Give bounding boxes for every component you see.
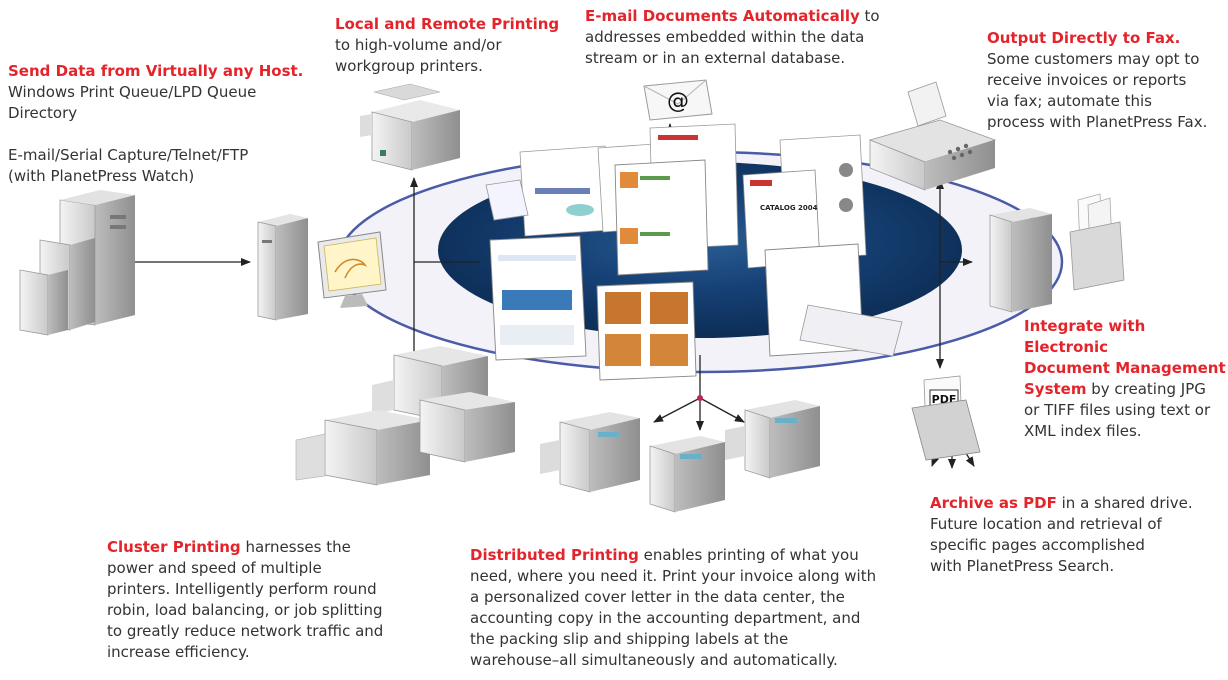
copier-icon	[419, 392, 515, 463]
cluster-line: printers. Intelligently perform round	[107, 580, 377, 598]
fax-line: via fax; automate this	[987, 92, 1152, 110]
email-line: stream or in an external database.	[585, 49, 846, 67]
email-line: addresses embedded within the data	[585, 28, 865, 46]
send-data-title: Send Data from Virtually any Host.	[8, 62, 304, 80]
send-data-line: Directory	[8, 104, 78, 122]
distributed-line: a personalized cover letter in the data …	[470, 588, 845, 606]
edm-line: or TIFF files using text or	[1024, 401, 1211, 419]
distributed-line: the packing slip and shipping labels at …	[470, 630, 789, 648]
printer-icon	[360, 83, 460, 171]
local-remote-title: Local and Remote Printing	[335, 15, 560, 33]
email-at-symbol: @	[667, 89, 689, 114]
edm-line: XML index files.	[1024, 422, 1142, 440]
email-envelope-icon: @	[643, 79, 713, 121]
distributed-line: accounting copy in the accounting depart…	[470, 609, 861, 627]
edm-title-line: Document Management	[1024, 359, 1226, 377]
server-tower-icon	[19, 190, 135, 336]
fax-line: receive invoices or reports	[987, 71, 1187, 89]
document-icon	[596, 281, 697, 381]
cluster-line: to greatly reduce network traffic and	[107, 622, 384, 640]
distributed-title: Distributed Printing	[470, 546, 639, 564]
workstation-icon	[257, 214, 308, 321]
fax-title: Output Directly to Fax.	[987, 29, 1181, 47]
fax-line: process with PlanetPress Fax.	[987, 113, 1208, 131]
cluster-line: power and speed of multiple	[107, 559, 322, 577]
document-icon	[489, 235, 587, 361]
distribution-node	[697, 395, 703, 401]
edm-title-last: System	[1024, 380, 1087, 398]
caption-distributed: Distributed Printing enables printing of…	[470, 545, 930, 671]
local-remote-line: to high-volume and/or	[335, 36, 502, 54]
catalog-label: CATALOG 2004	[760, 204, 818, 212]
folder-icon	[1069, 193, 1125, 291]
cluster-line: robin, load balancing, or job splitting	[107, 601, 383, 619]
copier-icon	[725, 400, 820, 479]
document-icon	[519, 145, 611, 237]
pdf-line: specific pages accomplished	[930, 536, 1145, 554]
caption-pdf: Archive as PDF in a shared drive. Future…	[930, 493, 1220, 577]
copier-icon	[540, 412, 640, 493]
caption-cluster: Cluster Printing harnesses the power and…	[107, 537, 447, 663]
email-title: E-mail Documents Automatically	[585, 7, 860, 25]
edm-title-line: Integrate with Electronic	[1024, 317, 1146, 356]
fax-line: Some customers may opt to	[987, 50, 1200, 68]
cluster-line: increase efficiency.	[107, 643, 250, 661]
document-icon	[799, 304, 903, 357]
pdf-line: with PlanetPress Search.	[930, 557, 1115, 575]
caption-fax: Output Directly to Fax. Some customers m…	[987, 28, 1227, 133]
pdf-folder-icon: PDF	[911, 375, 981, 461]
send-data-line: (with PlanetPress Watch)	[8, 167, 195, 185]
caption-edm: Integrate with Electronic Document Manag…	[1024, 316, 1228, 442]
caption-local-remote: Local and Remote Printing to high-volume…	[335, 14, 595, 77]
email-title-suffix: to	[859, 7, 880, 25]
pdf-title: Archive as PDF	[930, 494, 1057, 512]
local-remote-line: workgroup printers.	[335, 57, 483, 75]
pdf-line: Future location and retrieval of	[930, 515, 1162, 533]
copier-icon	[295, 410, 430, 486]
document-icon	[614, 159, 709, 276]
document-collage: CATALOG 2004	[485, 123, 903, 381]
connector-lines	[130, 123, 975, 469]
send-data-line: E-mail/Serial Capture/Telnet/FTP	[8, 146, 249, 164]
distributed-line: need, where you need it. Print your invo…	[470, 567, 877, 585]
distributed-title-suffix: enables printing of what you	[638, 546, 859, 564]
caption-email: E-mail Documents Automatically to addres…	[585, 6, 905, 69]
edm-line3-suffix: by creating JPG	[1086, 380, 1206, 398]
pdf-title-suffix: in a shared drive.	[1056, 494, 1193, 512]
file-server-icon	[989, 208, 1052, 313]
caption-send-data: Send Data from Virtually any Host. Windo…	[8, 61, 308, 187]
monitor-icon	[317, 231, 387, 308]
document-icon	[485, 179, 529, 221]
cluster-title: Cluster Printing	[107, 538, 241, 556]
copier-icon	[649, 436, 725, 513]
fax-machine-icon	[868, 81, 997, 191]
send-data-line: Windows Print Queue/LPD Queue	[8, 83, 257, 101]
distributed-line: warehouse–all simultaneously and automat…	[470, 651, 838, 669]
cluster-title-suffix: harnesses the	[240, 538, 351, 556]
